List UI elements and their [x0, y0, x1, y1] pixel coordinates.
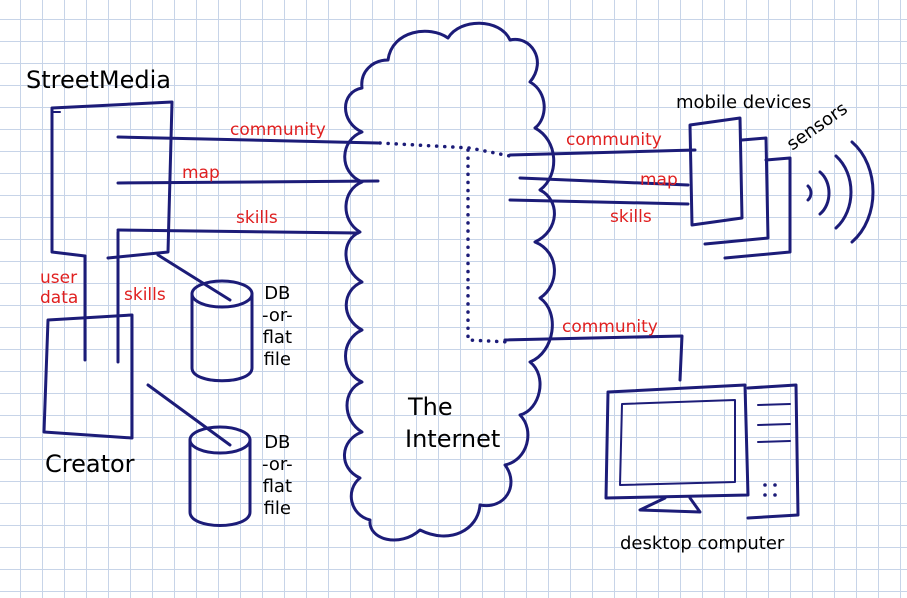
db1-label: DB -or- flat file [262, 283, 293, 371]
internet-label-line1: The [408, 393, 453, 421]
desktop-computer-label: desktop computer [620, 533, 785, 554]
sm-community-label: community [230, 120, 326, 140]
db1-line-2: -or- [262, 305, 293, 326]
mob-skills-label: skills [610, 207, 652, 227]
db1-cylinder [190, 279, 254, 383]
desk-community-label: community [562, 317, 658, 337]
sm-community-line [116, 135, 380, 145]
streetmedia-label: StreetMedia [26, 66, 172, 94]
mobile-devices-label: mobile devices [676, 92, 812, 113]
streetmedia-box [50, 100, 174, 260]
mob-map-label: map [640, 170, 678, 190]
mob-community-label: community [566, 130, 662, 150]
user-data-label-2: data [40, 288, 79, 308]
desk-community-line [503, 334, 684, 382]
mobile-devices [688, 116, 792, 260]
sm-map-line [116, 179, 380, 185]
internet-cloud [343, 21, 556, 542]
db2-line-3: flat [262, 476, 293, 497]
internet-dotted-down [466, 148, 510, 344]
db1-line-4: file [263, 349, 291, 370]
db1-line-1: DB [264, 283, 291, 304]
creator-box [42, 313, 134, 440]
sm-skills-line [116, 228, 360, 235]
user-data-label-1: user [40, 268, 78, 288]
internet-dotted-top [378, 141, 512, 158]
internet-label-line2: Internet [405, 425, 501, 453]
db2-cylinder [188, 425, 252, 527]
mob-skills-line [508, 198, 690, 206]
sm-map-label: map [182, 163, 220, 183]
db2-line-2: -or- [262, 454, 293, 475]
db2-link [146, 383, 232, 447]
sm-skills-label: skills [236, 208, 278, 228]
db2-line-1: DB [264, 432, 291, 453]
mob-community-line [508, 148, 697, 157]
sensor-waves [806, 140, 875, 244]
creator-label: Creator [45, 450, 135, 478]
db1-link [156, 253, 232, 302]
db1-line-3: flat [262, 327, 293, 348]
db2-label: DB -or- flat file [262, 432, 293, 520]
mob-map-line [518, 176, 690, 187]
db2-line-4: file [263, 498, 291, 519]
desktop-computer [604, 383, 800, 520]
creator-skills-label: skills [124, 285, 166, 305]
